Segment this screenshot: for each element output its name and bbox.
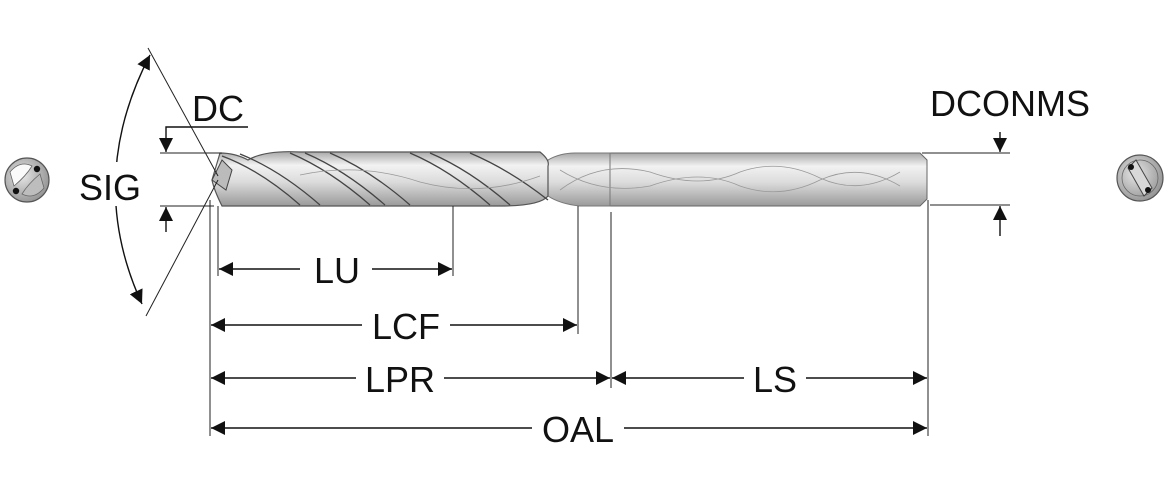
lu-label: LU [314, 250, 360, 291]
dc-label: DC [192, 88, 244, 129]
oal-dimension: OAL [211, 408, 927, 450]
dconms-label: DCONMS [930, 83, 1090, 124]
oal-label: OAL [542, 409, 614, 450]
lu-dimension: LU [219, 250, 452, 291]
ls-label: LS [753, 359, 797, 400]
shank-end-view [1116, 154, 1164, 202]
dc-dimension: DC [159, 88, 248, 232]
sig-label: SIG [79, 167, 141, 208]
lpr-dimension: LPR [211, 358, 610, 400]
dconms-dimension: DCONMS [922, 83, 1090, 236]
tip-end-view [4, 157, 50, 203]
coolant-hole-icon [1145, 187, 1151, 193]
coolant-hole-icon [12, 187, 20, 195]
coolant-hole-icon [33, 165, 41, 173]
extension-lines [209, 200, 929, 436]
coolant-hole-icon [1128, 164, 1134, 170]
lcf-dimension: LCF [211, 305, 577, 347]
lcf-label: LCF [372, 306, 440, 347]
lpr-label: LPR [365, 359, 435, 400]
drill-body [211, 151, 928, 207]
ls-dimension: LS [612, 358, 927, 400]
sig-dimension: SIG [70, 47, 219, 317]
